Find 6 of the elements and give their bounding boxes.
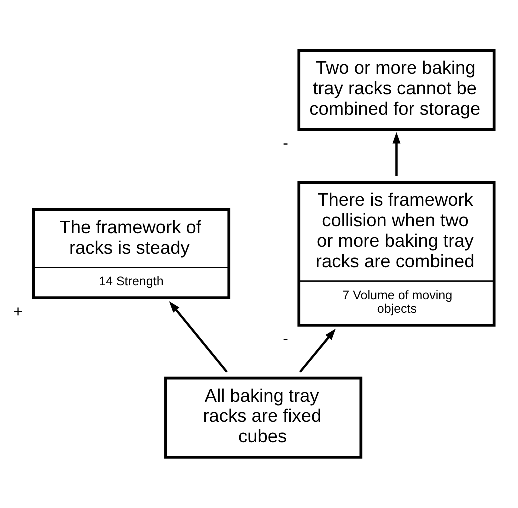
node-label: - [283, 331, 288, 348]
arrow [169, 301, 228, 373]
arrow [392, 132, 401, 176]
arrow [299, 328, 336, 373]
node-label: - [283, 135, 288, 152]
node-label: + [14, 304, 23, 321]
